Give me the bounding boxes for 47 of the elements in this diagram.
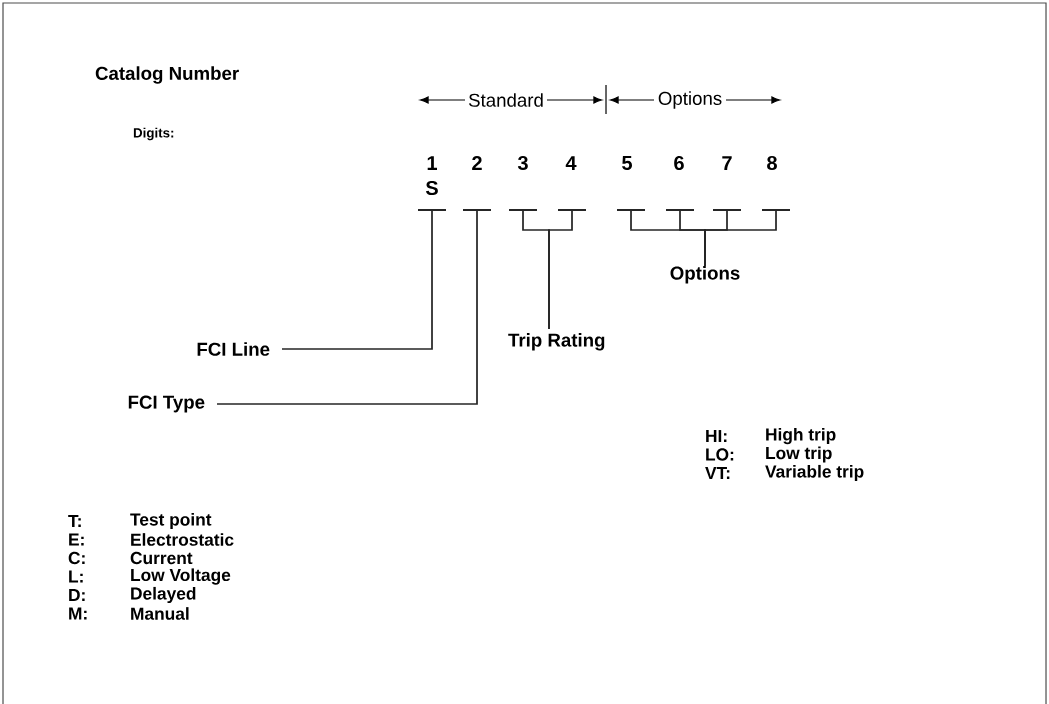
leader-line (704, 210, 777, 267)
code-label: E: (69, 533, 84, 546)
code-label: VT: (705, 467, 730, 479)
code-description: High trip (766, 427, 836, 445)
callout-label: FCI Line (197, 342, 270, 356)
blank-line (558, 209, 586, 211)
callout-label: Trip Rating (508, 333, 605, 351)
digit-label: 7 (722, 156, 732, 170)
code-description: Test point (130, 512, 212, 530)
code-description: Electrostatic (131, 533, 234, 546)
blank-line (509, 209, 537, 211)
code-label: M: (69, 607, 87, 620)
blank-line (666, 209, 694, 211)
range-label: Options (658, 91, 722, 109)
callout-label: Options (670, 266, 740, 284)
digit-label: 1 (427, 156, 437, 170)
digit-label: 4 (565, 156, 577, 170)
title: Catalog Number (95, 66, 239, 84)
digit-label: 8 (767, 155, 777, 171)
code-label: D: (69, 589, 85, 601)
digit-label: 5 (622, 156, 632, 170)
code-description: Delayed (131, 586, 196, 604)
row-label: Digits: (133, 127, 174, 141)
digit-label: 3 (517, 155, 528, 171)
callout-label: FCI Type (128, 395, 205, 413)
code-label: T: (68, 515, 81, 527)
blank-line (463, 209, 491, 211)
digit-value: S (425, 180, 438, 196)
leader-line (216, 210, 478, 405)
code-label: C: (68, 551, 85, 565)
blank-line (418, 209, 446, 211)
digit-label: 6 (674, 155, 684, 171)
code-description: Manual (131, 607, 189, 620)
blank-line (713, 209, 741, 211)
code-description: Low Voltage (131, 568, 231, 585)
blank-line (617, 209, 645, 211)
leader-line (281, 210, 433, 350)
code-label: LO: (706, 448, 734, 461)
leader-line (548, 210, 573, 330)
code-label: L: (69, 570, 83, 583)
code-description: Current (130, 551, 193, 565)
code-description: Variable trip (765, 464, 864, 482)
code-description: Low trip (766, 446, 832, 463)
range-label: Standard (469, 93, 543, 107)
digit-label: 2 (472, 156, 482, 170)
blank-line (762, 209, 790, 211)
code-label: HI: (706, 430, 727, 442)
